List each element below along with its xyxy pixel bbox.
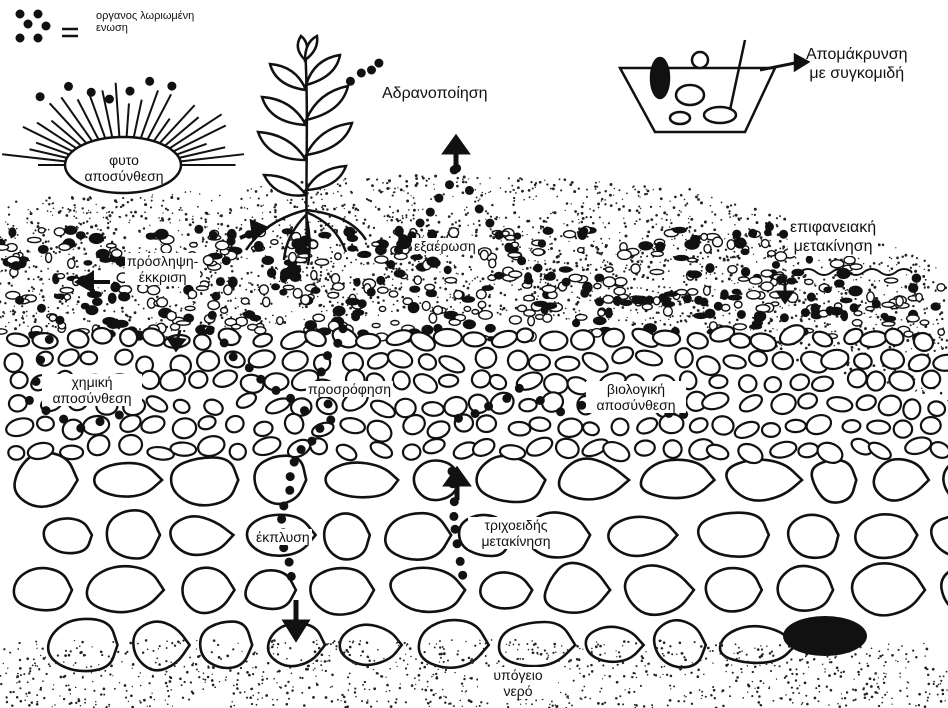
uptake-excretion-line-1: πρόσληψη- xyxy=(125,253,200,269)
chemical-decomposition-line-1: χημική xyxy=(42,374,142,390)
legend-equals-icon xyxy=(62,29,78,36)
removal-line-2: με συγκομιδή xyxy=(806,64,907,83)
plant-decomposition-line-2: αποσύνθεση xyxy=(84,168,164,184)
surface-movement-line-2: μετακίνηση xyxy=(788,237,878,256)
biological-decomposition-line-2: αποσύνθεση xyxy=(586,397,686,413)
capillary-movement-line-2: μετακίνηση xyxy=(468,533,564,549)
uptake-excretion-label: πρόσληψη- έκκριση xyxy=(125,253,200,285)
volatilization-label: εξαέρωση xyxy=(412,238,478,254)
surface-movement-line-1: επιφανειακή xyxy=(788,218,878,237)
leaching-label: έκπλυση xyxy=(254,529,312,545)
biological-decomposition-label: βιολογική αποσύνθεση xyxy=(586,381,686,413)
volatilization-arrow-icon xyxy=(446,138,466,172)
black-stone xyxy=(783,616,867,656)
uptake-excretion-line-2: έκκριση xyxy=(125,269,200,285)
capillary-movement-line-1: τριχοειδής xyxy=(468,517,564,533)
surface-movement-label: επιφανειακή μετακίνηση xyxy=(788,218,878,256)
plant-decomposition-line-1: φυτο xyxy=(84,152,164,168)
gravel-layer xyxy=(4,321,948,467)
legend-line-2: ενωση xyxy=(96,22,194,34)
groundwater-line-1: υπόγειο xyxy=(478,667,558,683)
removal-label: Απομάκρυνση με συγκομιδή xyxy=(806,45,907,83)
chemical-decomposition-line-2: αποσύνθεση xyxy=(42,390,142,406)
legend-line-1: οργανος λωριωμένη xyxy=(96,10,194,22)
capillary-movement-label: τριχοειδής μετακίνηση xyxy=(468,517,564,549)
chemical-decomposition-label: χημική αποσύνθεση xyxy=(42,374,142,406)
groundwater-label: υπόγειο νερό xyxy=(478,667,558,699)
plant-decomposition-label: φυτο αποσύνθεση xyxy=(84,152,164,184)
biological-decomposition-line-1: βιολογική xyxy=(586,381,686,397)
adsorption-label: προσρόφηση xyxy=(306,381,393,397)
removal-line-1: Απομάκρυνση xyxy=(806,45,907,64)
groundwater-line-2: νερό xyxy=(478,683,558,699)
legend-label: οργανος λωριωμένη ενωση xyxy=(96,10,194,34)
immobilization-label: Αδρανοποίηση xyxy=(382,84,488,103)
harvest-basket-icon xyxy=(620,40,808,132)
